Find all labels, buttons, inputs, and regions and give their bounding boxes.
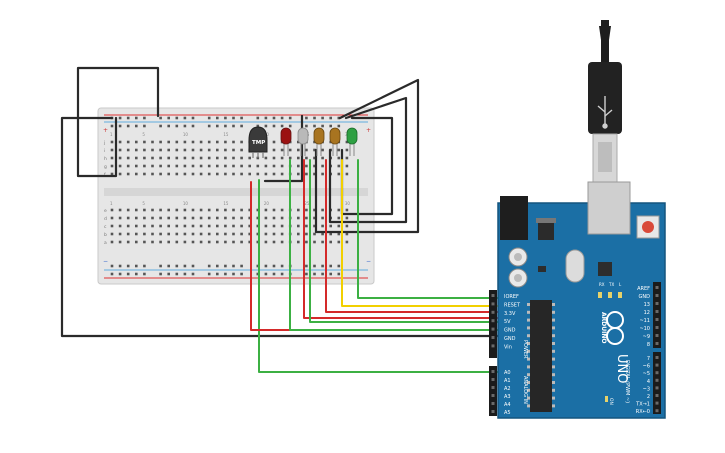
pin-label: ~6 [643, 364, 650, 370]
usb-cable[interactable] [588, 20, 622, 183]
power-header [489, 290, 497, 358]
pin-label: 13 [644, 302, 650, 308]
column-number: 30 [345, 201, 351, 206]
on-label: ON [608, 398, 614, 405]
arduino-model: UNO [614, 354, 629, 383]
analog-header-title: ANALOG IN [522, 376, 528, 404]
row-letter: c [104, 225, 107, 230]
pin-label: AREF [637, 286, 650, 292]
pin-label: IOREF [504, 294, 519, 300]
rail-plus-right: + [366, 127, 371, 134]
row-letter: j [103, 140, 105, 146]
wire-black-loop-top[interactable] [76, 66, 160, 178]
led-label: TX [608, 282, 614, 287]
pin-label: ~5 [643, 371, 650, 377]
column-number: 1 [110, 132, 113, 137]
led-orange-1[interactable] [313, 127, 325, 156]
digital-header-high [653, 282, 661, 348]
led-red[interactable] [280, 127, 292, 156]
rail-plus-left: + [103, 127, 108, 134]
usb-symbol-icon [597, 96, 613, 129]
power-jack [500, 196, 528, 240]
pin-label: 8 [647, 342, 650, 348]
usb-socket [587, 181, 631, 235]
led-label: L [619, 282, 622, 287]
column-number: 5 [142, 132, 145, 137]
column-number: 5 [142, 201, 145, 206]
analog-header [489, 366, 497, 416]
pin-label: Vin [504, 344, 512, 350]
power-pin-labels: IOREF RESET 3.3V 5V GND GND Vin [504, 294, 521, 350]
crystal [565, 249, 585, 283]
column-number: 10 [183, 201, 189, 206]
pin-label: ~9 [643, 334, 650, 340]
row-letter: i [104, 148, 105, 154]
pin-label: A2 [504, 386, 511, 392]
pin-label: 4 [647, 379, 650, 385]
wire-black-led2-gnd[interactable] [328, 96, 408, 224]
led-white[interactable] [297, 127, 309, 156]
column-number: 10 [183, 132, 189, 137]
pin-label: A5 [504, 410, 511, 416]
column-number: 25 [304, 201, 310, 206]
pin-label: RESET [504, 302, 521, 308]
row-letter: h [104, 156, 107, 162]
pin-label: A4 [504, 402, 511, 408]
column-number: 1 [110, 201, 113, 206]
row-letter: e [104, 209, 107, 214]
pin-label: ~3 [643, 386, 650, 392]
arduino-logo [606, 311, 624, 345]
pin-label: 7 [647, 356, 650, 362]
wire-green-a0[interactable] [258, 179, 503, 373]
column-number: 15 [223, 132, 229, 137]
pin-label: ~11 [639, 318, 650, 324]
pin-label: ~10 [639, 326, 650, 332]
column-number: 20 [264, 201, 270, 206]
pin-label: 3.3V [504, 311, 516, 317]
power-header-title: POWER [522, 340, 528, 359]
row-letter: d [104, 216, 107, 222]
temperature-sensor[interactable]: TMP [248, 126, 268, 158]
led-label: RX [599, 282, 605, 287]
digital-header-low [653, 352, 661, 414]
pin-label: RX←0 [636, 409, 650, 415]
digital-pin-labels-bottom: 7 ~6~5 4~3 2TX→1RX←0 [635, 356, 650, 415]
pin-label: A1 [504, 378, 511, 384]
atmega-ic [530, 300, 552, 412]
row-letter: g [104, 165, 107, 170]
wire-black-left-gnd[interactable] [60, 116, 504, 338]
led-green[interactable] [346, 127, 358, 156]
pin-label: 2 [647, 394, 650, 400]
row-letter: b [104, 232, 107, 238]
pin-label: 12 [644, 310, 650, 316]
pin-label: A0 [504, 370, 511, 376]
rail-minus-right: − [366, 258, 371, 265]
pin-label: GND [639, 294, 651, 300]
column-number: 15 [223, 201, 229, 206]
pin-label: GND [504, 328, 516, 334]
wire-black-led1-gnd[interactable] [314, 78, 420, 234]
pin-label: 5V [504, 319, 511, 325]
pin-label: TX→1 [635, 402, 650, 408]
digital-pin-labels-top: AREF GND 13 12 ~11 ~10 ~9 8 [637, 286, 650, 348]
sensor-label: TMP [252, 140, 265, 146]
row-letter: a [104, 241, 107, 246]
digital-header-title: DIGITAL (PWM ~) [624, 360, 630, 403]
pin-label: A3 [504, 394, 511, 400]
rail-minus-left: − [103, 258, 108, 265]
arduino-brand: ARDUINO [600, 312, 607, 343]
led-orange-2[interactable] [329, 127, 341, 156]
pin-label: GND [504, 336, 516, 342]
